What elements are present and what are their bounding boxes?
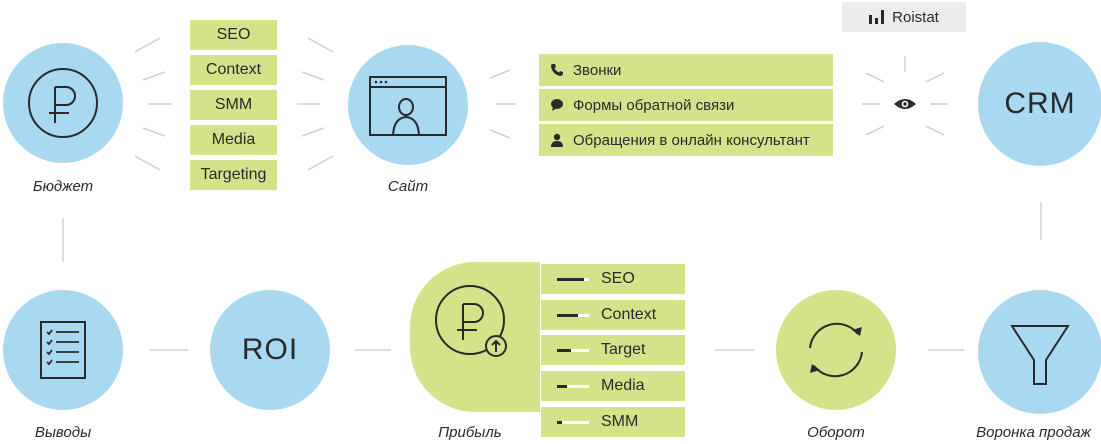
conclusions-label: Выводы — [34, 424, 92, 441]
channel-media: Media — [190, 125, 277, 155]
checklist-icon — [40, 321, 86, 379]
profit-channel-context: Context — [541, 300, 685, 330]
funnel-label: Воронка продаж — [976, 424, 1091, 441]
turnover-circle — [776, 290, 896, 410]
eye-icon — [894, 99, 916, 109]
chat-bubble-icon — [549, 97, 565, 113]
share-bar — [557, 348, 589, 352]
funnel-circle — [978, 290, 1101, 414]
share-bar — [557, 420, 589, 424]
profit-channel-label: SMM — [601, 413, 639, 430]
channel-seo: SEO — [190, 20, 277, 50]
share-bar — [557, 384, 589, 388]
person-icon — [549, 132, 565, 148]
contact-calls: Звонки — [539, 54, 833, 86]
budget-label: Бюджет — [32, 178, 94, 195]
phone-icon — [549, 62, 565, 78]
share-bar — [557, 313, 589, 317]
channel-context: Context — [190, 55, 277, 85]
cycle-arrows-icon — [809, 322, 863, 378]
profit-shape — [410, 262, 540, 412]
contact-chat-label: Обращения в онлайн консультант — [573, 131, 810, 149]
profit-channel-media: Media — [541, 371, 685, 401]
site-circle — [348, 45, 468, 165]
profit-channel-smm: SMM — [541, 407, 685, 437]
ruble-coin-icon — [28, 68, 98, 138]
roistat-badge: Roistat — [842, 2, 966, 32]
roi-circle — [210, 290, 330, 410]
profit-channel-label: Context — [601, 306, 657, 323]
contact-chat: Обращения в онлайн консультант — [539, 124, 833, 156]
contact-calls-label: Звонки — [573, 61, 622, 79]
crm-text: CRM — [1004, 87, 1076, 120]
bar-chart-icon — [869, 10, 885, 24]
website-user-icon — [369, 76, 447, 136]
profit-channel-label: Target — [601, 341, 646, 358]
site-label: Сайт — [387, 178, 429, 195]
channel-targeting: Targeting — [190, 160, 277, 190]
turnover-label: Оборот — [807, 424, 865, 441]
share-bar — [557, 277, 589, 281]
profit-channel-target: Target — [541, 335, 685, 365]
contact-forms: Формы обратной связи — [539, 89, 833, 121]
ruble-coin-up-icon — [435, 285, 507, 357]
profit-label: Прибыль — [438, 424, 502, 441]
channel-smm: SMM — [190, 90, 277, 120]
conclusions-circle — [3, 290, 123, 410]
contact-forms-label: Формы обратной связи — [573, 96, 735, 114]
profit-channel-label: SEO — [601, 270, 635, 287]
budget-circle — [3, 43, 123, 163]
profit-channel-label: Media — [601, 377, 645, 394]
roi-text: ROI — [241, 333, 299, 366]
roistat-label: Roistat — [892, 8, 939, 26]
funnel-icon — [1010, 325, 1070, 385]
crm-circle — [978, 42, 1101, 166]
profit-channel-seo: SEO — [541, 264, 685, 294]
